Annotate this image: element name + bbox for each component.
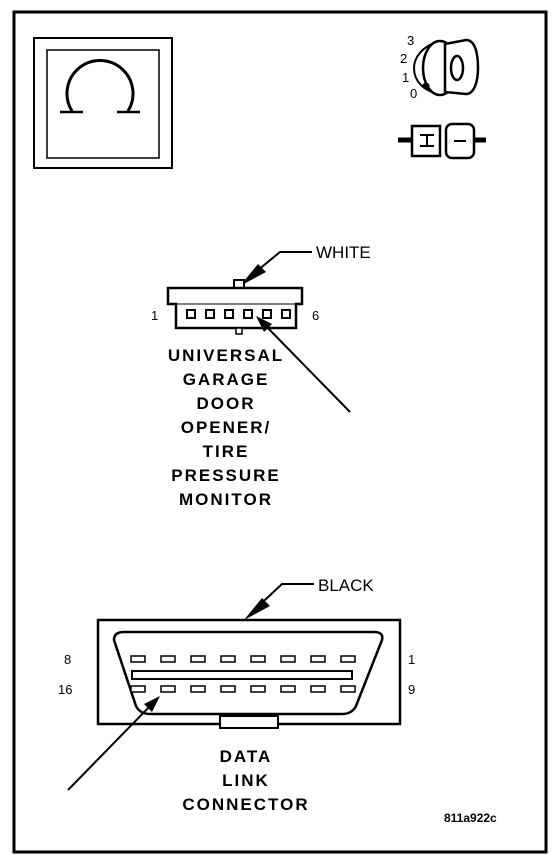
ignition-pos-2: 2 bbox=[400, 51, 407, 66]
dlc-label-line-1: DATA bbox=[220, 747, 273, 766]
data-link-connector-name: DATA LINK CONNECTOR bbox=[182, 747, 309, 814]
white-connector-name: UNIVERSAL GARAGE DOOR OPENER/ TIRE PRESS… bbox=[168, 346, 284, 509]
ohmmeter-icon bbox=[33, 37, 173, 169]
ignition-key-icon: 3 2 1 0 bbox=[400, 33, 480, 101]
wire-color-white: WHITE bbox=[316, 243, 371, 262]
pin-label-16: 16 bbox=[58, 682, 72, 697]
dlc-label-line-2: LINK bbox=[222, 771, 270, 790]
label-line-6: PRESSURE bbox=[171, 466, 281, 485]
pin-label-9: 9 bbox=[408, 682, 415, 697]
connector-plug-icon bbox=[398, 122, 486, 160]
label-line-5: TIRE bbox=[203, 442, 250, 461]
label-line-4: OPENER/ bbox=[181, 418, 272, 437]
label-line-1: UNIVERSAL bbox=[168, 346, 284, 365]
pin-label-8: 8 bbox=[64, 652, 71, 667]
label-line-2: GARAGE bbox=[183, 370, 270, 389]
diagram-border bbox=[12, 10, 548, 854]
ignition-pos-0: 0 bbox=[410, 86, 417, 101]
dlc-label-line-3: CONNECTOR bbox=[182, 795, 309, 814]
pin-label-1-dlc: 1 bbox=[408, 652, 415, 667]
pin-label-1: 1 bbox=[151, 308, 158, 323]
white-connector: WHITE 1 6 bbox=[151, 243, 371, 413]
ignition-pos-1: 1 bbox=[402, 70, 409, 85]
data-link-connector: BLACK 8 1 16 9 bbox=[58, 576, 415, 791]
wire-color-black: BLACK bbox=[318, 576, 374, 595]
label-line-3: DOOR bbox=[197, 394, 256, 413]
ignition-pos-3: 3 bbox=[407, 33, 414, 48]
pin-label-6: 6 bbox=[312, 308, 319, 323]
label-line-7: MONITOR bbox=[179, 490, 273, 509]
figure-id: 811a922c bbox=[444, 811, 497, 825]
